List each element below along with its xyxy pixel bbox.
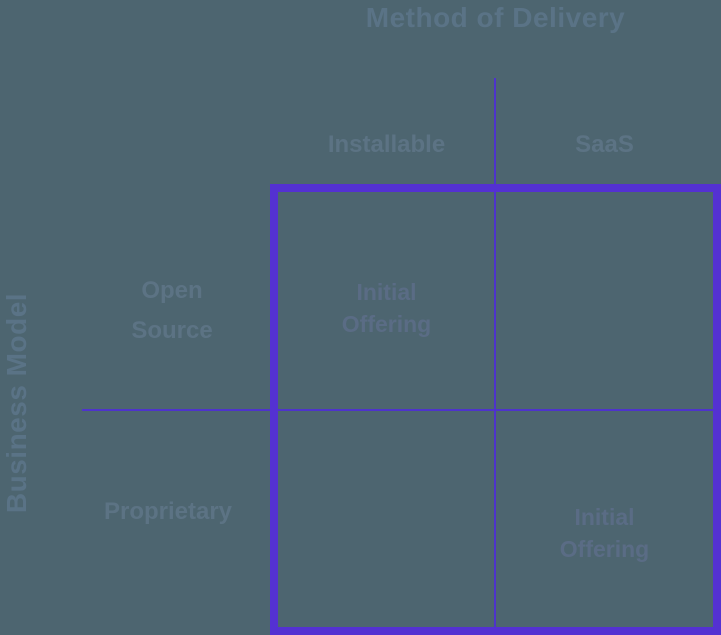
y-axis-title: Business Model [1, 292, 32, 514]
column-header-installable: Installable [327, 131, 446, 158]
x-axis-title: Method of Delivery [365, 2, 626, 33]
cell-label-line: Initial [574, 504, 635, 530]
cell-open-source-installable: Initial Offering [278, 276, 495, 340]
row-header-line: Source [131, 317, 213, 344]
highlight-box-border [270, 184, 721, 635]
row-header-line: Open [141, 277, 203, 304]
row-header-proprietary: Proprietary [103, 498, 233, 525]
row-header-open-source: Open Source [82, 271, 262, 351]
row-divider-line [82, 409, 721, 411]
cell-proprietary-saas: Initial Offering [496, 501, 713, 565]
cell-label-line: Offering [341, 311, 432, 337]
column-divider-line [494, 78, 496, 627]
cell-label-line: Offering [559, 536, 650, 562]
cell-label-line: Initial [356, 279, 417, 305]
column-header-saas: SaaS [575, 131, 634, 158]
